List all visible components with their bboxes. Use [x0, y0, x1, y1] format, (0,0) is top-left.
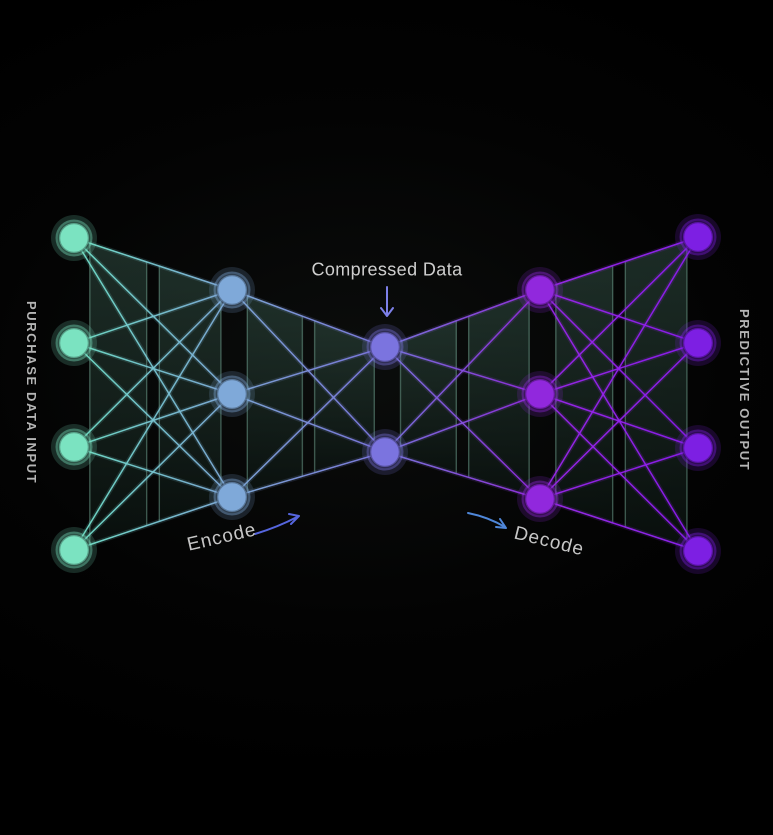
compressed-data-arrow [380, 286, 394, 317]
encode-arrow [254, 513, 300, 535]
left-axis-label: PURCHASE DATA INPUT [24, 301, 39, 485]
right-axis-label: PREDICTIVE OUTPUT [737, 309, 752, 472]
compressed-data-label: Compressed Data [311, 259, 463, 280]
decode-arrow [467, 512, 507, 529]
